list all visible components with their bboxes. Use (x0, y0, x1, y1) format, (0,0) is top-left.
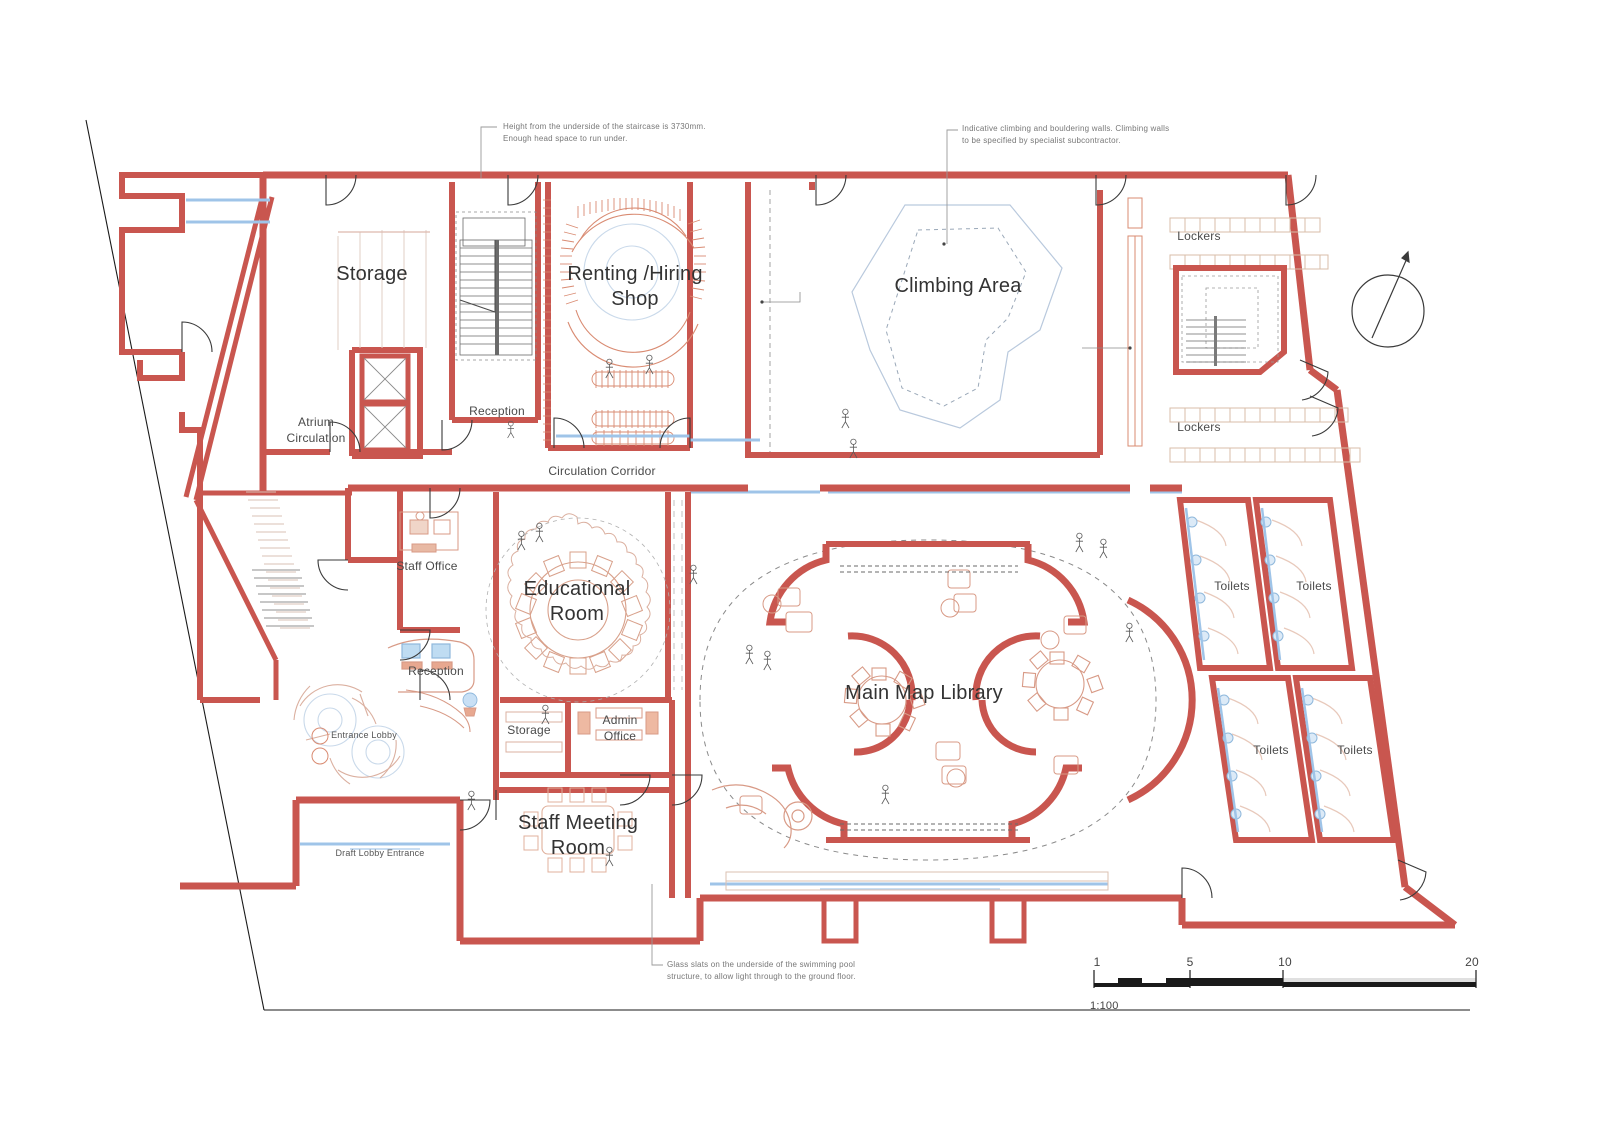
educational-room-table-circle (529, 561, 627, 659)
educational-room-chairs (514, 551, 644, 675)
climbing-wall-leader-lines (760, 242, 1132, 350)
upper-zone-internal-walls (263, 182, 1103, 458)
annotation-leaders (480, 126, 958, 966)
library-oval-dashed (699, 539, 1157, 861)
library-pool-structure-dashed (840, 565, 1018, 831)
locker-banks-lower (1169, 407, 1361, 463)
stair-core-right (1173, 265, 1287, 375)
lower-left-hatch-wall (246, 491, 310, 629)
locker-banks-upper (1169, 217, 1329, 270)
educational-room-dashed-outline (485, 517, 671, 703)
glazing-mullions (350, 848, 1000, 890)
educational-room-partition-dashed (673, 500, 683, 690)
scale-bar-graphic (1093, 970, 1477, 988)
climbing-boulder-dashed (885, 227, 1027, 407)
library-structural-bars (826, 541, 1030, 843)
shop-lower-display-racks (591, 370, 675, 446)
library-round-table-right (1021, 650, 1104, 721)
library-round-table-left (843, 666, 926, 737)
glass-slats-band (725, 871, 1109, 891)
storage-hatch (337, 230, 427, 350)
reception-lower-desk (387, 638, 475, 693)
staff-meeting-chairs (523, 787, 633, 873)
shop-display-fixtures (567, 207, 699, 368)
people-figures (467, 354, 1134, 867)
library-entry-curve (711, 784, 813, 849)
toilets-cubicle-dividers (1195, 519, 1355, 833)
shop-rail-tick-marks (560, 198, 706, 305)
staff-meeting-table (541, 805, 615, 855)
educational-room-scalloped-ring (507, 513, 651, 670)
library-curved-shelves (765, 544, 1196, 840)
atrium-exterior-walls (119, 172, 263, 703)
shop-wall-fringe (543, 199, 551, 441)
lower-zone-walls (345, 488, 691, 898)
glazing-lines (186, 198, 1182, 886)
site-boundary-lines (85, 119, 1470, 1011)
lift-cores (359, 353, 411, 453)
structural-columns (697, 898, 1185, 944)
north-arrow (1351, 250, 1425, 348)
toilets-corridor-glazing (1184, 507, 1324, 833)
staff-office-furniture (399, 511, 459, 553)
lower-left-stair (252, 569, 314, 627)
climbing-wall-right-strip (1127, 197, 1143, 447)
door-swings (181, 174, 1427, 901)
lift-core-x (363, 357, 407, 449)
left-diagonal-walls (183, 194, 352, 700)
storage-lower-shelves (505, 711, 563, 753)
staircase-upper (459, 217, 533, 356)
entrance-lobby-seating (293, 684, 405, 785)
library-reading-tables (739, 569, 1087, 815)
atrium-core-wall (349, 347, 423, 459)
climbing-boulder-outline (851, 204, 1063, 429)
toilets-block-walls (1176, 497, 1398, 843)
admin-office-furniture (577, 707, 659, 741)
reception-lower-counter-curve (405, 689, 471, 733)
entrance-lobby-plants (311, 727, 329, 765)
reception-lower-chair-person (462, 692, 478, 717)
